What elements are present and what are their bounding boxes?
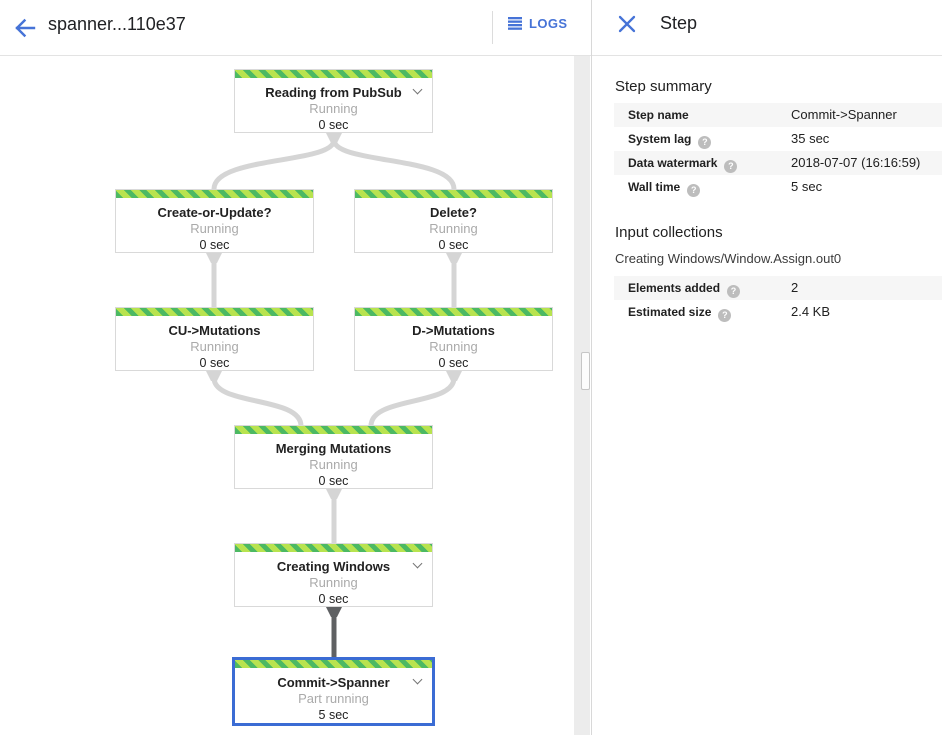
node-title: CU->Mutations — [168, 323, 261, 338]
graph-node-create-or-update[interactable]: Create-or-Update? Running 0 sec — [115, 189, 314, 253]
row-value: Commit->Spanner — [791, 107, 897, 122]
step-details-panel: Step Step summary Step name Commit->Span… — [591, 0, 942, 735]
help-icon[interactable]: ? — [687, 184, 701, 197]
row-label: Wall time — [628, 180, 681, 194]
summary-row-system-lag: System lag? 35 sec — [614, 127, 942, 151]
graph-edges — [206, 133, 462, 659]
close-icon[interactable] — [616, 13, 638, 35]
logs-list-icon — [508, 17, 522, 30]
graph-node-cu-mutations[interactable]: CU->Mutations Running 0 sec — [115, 307, 314, 371]
graph-node-reading-from-pubsub[interactable]: Reading from PubSub Running 0 sec — [234, 69, 433, 133]
job-graph-canvas[interactable]: Reading from PubSub Running 0 sec Create… — [0, 56, 591, 735]
chevron-down-icon[interactable] — [414, 676, 422, 684]
node-time: 0 sec — [199, 238, 230, 252]
summary-row-step-name: Step name Commit->Spanner — [614, 103, 942, 127]
row-label: Step name — [628, 108, 689, 122]
input-collections-heading: Input collections — [615, 224, 723, 241]
node-status: Part running — [298, 691, 369, 706]
node-time: 0 sec — [318, 118, 349, 132]
input-row-elements-added: Elements added? 2 — [614, 276, 942, 300]
panel-divider-handle[interactable] — [581, 352, 590, 390]
node-status: Running — [309, 457, 358, 472]
logs-button[interactable]: LOGS — [508, 16, 567, 31]
step-summary-heading: Step summary — [615, 78, 712, 95]
running-stripe — [355, 190, 552, 198]
node-title: Commit->Spanner — [277, 675, 390, 690]
back-arrow-icon[interactable] — [10, 13, 40, 43]
help-icon[interactable]: ? — [727, 285, 741, 298]
panel-divider-track — [574, 56, 590, 735]
row-value: 2.4 KB — [791, 304, 831, 319]
node-time: 0 sec — [199, 356, 230, 370]
running-stripe — [116, 190, 313, 198]
running-stripe — [116, 308, 313, 316]
input-collections-table: Elements added? 2 Estimated size? 2.4 KB — [614, 276, 942, 324]
job-title: spanner...110e37 — [48, 14, 186, 34]
row-label: Elements added — [628, 281, 721, 295]
row-value: 2 — [791, 280, 799, 295]
row-label: System lag — [628, 132, 692, 146]
row-label: Data watermark — [628, 156, 718, 170]
summary-row-data-watermark: Data watermark? 2018-07-07 (16:16:59) — [614, 151, 942, 175]
node-time: 0 sec — [318, 474, 349, 488]
node-status: Running — [190, 339, 239, 354]
row-value: 5 sec — [791, 179, 823, 194]
running-stripe — [235, 426, 432, 434]
header-divider — [492, 11, 493, 44]
step-panel-header: Step — [592, 0, 942, 56]
graph-node-delete[interactable]: Delete? Running 0 sec — [354, 189, 553, 253]
graph-node-commit-spanner-selected[interactable]: Commit->Spanner Part running 5 sec — [232, 657, 435, 726]
node-status: Running — [429, 339, 478, 354]
graph-node-merging-mutations[interactable]: Merging Mutations Running 0 sec — [234, 425, 433, 489]
graph-node-creating-windows[interactable]: Creating Windows Running 0 sec — [234, 543, 433, 607]
running-stripe — [235, 544, 432, 552]
chevron-down-icon[interactable] — [414, 560, 422, 568]
row-value: 35 sec — [791, 131, 830, 146]
row-label: Estimated size — [628, 305, 712, 319]
node-time: 5 sec — [318, 708, 349, 722]
help-icon[interactable]: ? — [698, 136, 712, 149]
panel-title: Step — [660, 13, 698, 33]
input-collection-name: Creating Windows/Window.Assign.out0 — [615, 251, 842, 266]
node-status: Running — [309, 101, 358, 116]
node-status: Running — [429, 221, 478, 236]
graph-node-d-mutations[interactable]: D->Mutations Running 0 sec — [354, 307, 553, 371]
node-title: Create-or-Update? — [157, 205, 272, 220]
help-icon[interactable]: ? — [724, 160, 738, 173]
input-row-estimated-size: Estimated size? 2.4 KB — [614, 300, 942, 324]
node-time: 0 sec — [438, 356, 469, 370]
node-title: Creating Windows — [276, 559, 391, 574]
app-header: spanner...110e37 LOGS — [0, 0, 591, 56]
node-title: D->Mutations — [412, 323, 495, 338]
step-summary-table: Step name Commit->Spanner System lag? 35… — [614, 103, 942, 199]
running-stripe — [235, 70, 432, 78]
logs-button-label: LOGS — [529, 16, 568, 31]
node-title: Merging Mutations — [275, 441, 392, 456]
chevron-down-icon[interactable] — [414, 86, 422, 94]
help-icon[interactable]: ? — [718, 309, 732, 322]
node-title: Reading from PubSub — [265, 85, 402, 100]
running-stripe — [235, 660, 432, 668]
running-stripe — [355, 308, 552, 316]
node-status: Running — [309, 575, 358, 590]
node-status: Running — [190, 221, 239, 236]
node-time: 0 sec — [318, 592, 349, 606]
summary-row-wall-time: Wall time? 5 sec — [614, 175, 942, 199]
node-time: 0 sec — [438, 238, 469, 252]
node-title: Delete? — [430, 205, 477, 220]
row-value: 2018-07-07 (16:16:59) — [791, 155, 921, 170]
